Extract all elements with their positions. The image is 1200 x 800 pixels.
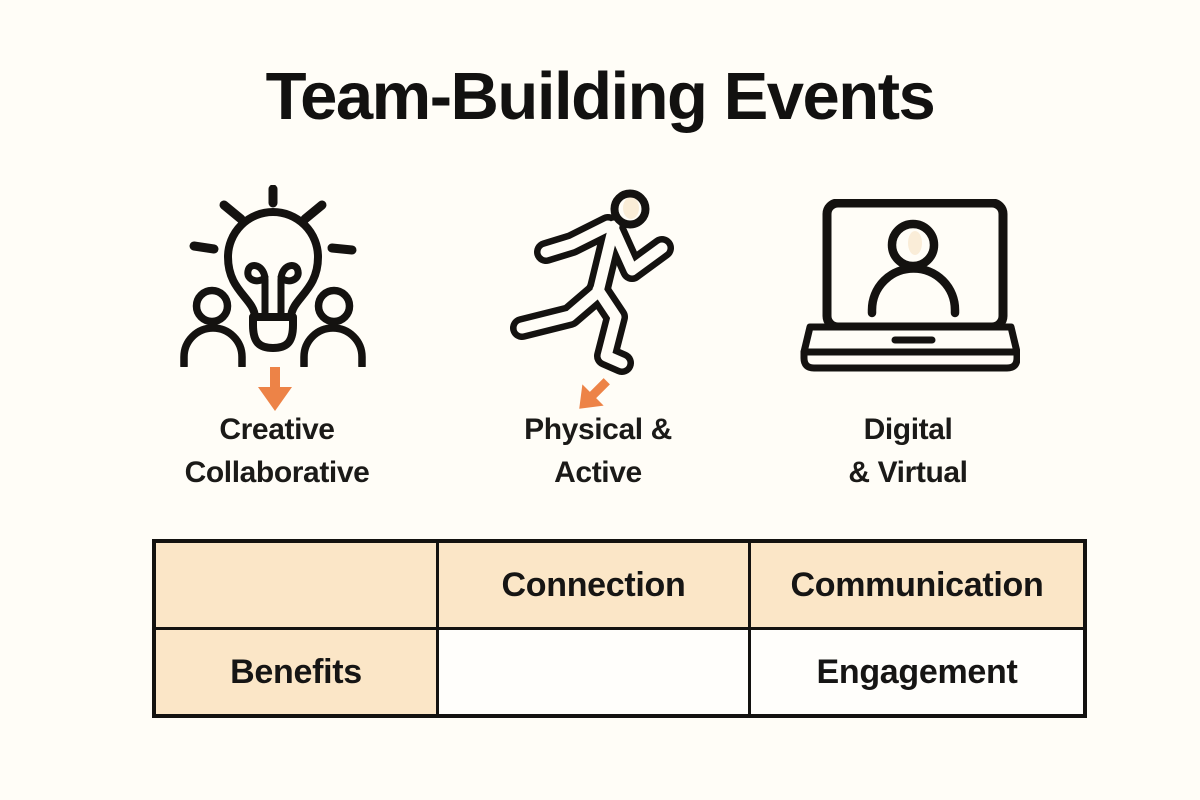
bulb-glass	[224, 208, 322, 321]
filament-right	[277, 262, 302, 317]
body-cell-engagement: Engagement	[748, 627, 1087, 718]
laptop-base	[800, 348, 1020, 372]
bulb-base	[249, 313, 297, 352]
label-line: Physical &	[524, 413, 672, 446]
header-cell-communication: Communication	[748, 539, 1087, 630]
person-right-shoulders	[300, 324, 366, 367]
idea-collaboration-icon	[180, 185, 366, 367]
person-left-head	[192, 286, 232, 326]
down-left-arrow-icon	[579, 378, 610, 409]
ray-upper-left	[219, 200, 246, 224]
table-body-row: Benefits Engagement	[152, 627, 1087, 718]
laptop-video-call-icon	[800, 199, 1020, 372]
benefits-table: Connection Communication Benefits Engage…	[152, 539, 1087, 718]
page-title: Team-Building Events	[265, 59, 936, 134]
runner-body-fill	[516, 220, 668, 369]
ray-left	[189, 241, 219, 254]
runner-icon	[510, 189, 674, 375]
table-header-row: Connection Communication	[152, 539, 1087, 630]
category-label-physical-active: Physical & Active	[468, 408, 728, 494]
category-label-creative-collaborative: Creative Collaborative	[147, 408, 407, 494]
label-line: Digital	[863, 413, 953, 446]
category-label-digital-virtual: Digital & Virtual	[778, 408, 1038, 494]
person-right-head	[314, 286, 354, 326]
label-line: Active	[554, 456, 642, 489]
label-line: & Virtual	[848, 456, 968, 489]
label-line: Creative	[219, 413, 335, 446]
label-line: Collaborative	[184, 456, 370, 489]
head-smudge	[623, 197, 639, 219]
down-arrow-icon	[258, 367, 292, 411]
ray-right	[327, 243, 357, 255]
head-smudge	[908, 231, 922, 255]
body-cell-empty	[436, 627, 751, 718]
header-cell-empty	[152, 539, 439, 630]
person-left-shoulders	[180, 324, 246, 367]
oncall-person-shoulders	[867, 264, 960, 318]
header-cell-connection: Connection	[436, 539, 751, 630]
ray-upper-right	[300, 200, 327, 224]
row-label-benefits: Benefits	[152, 627, 439, 718]
filament-left	[244, 262, 269, 317]
